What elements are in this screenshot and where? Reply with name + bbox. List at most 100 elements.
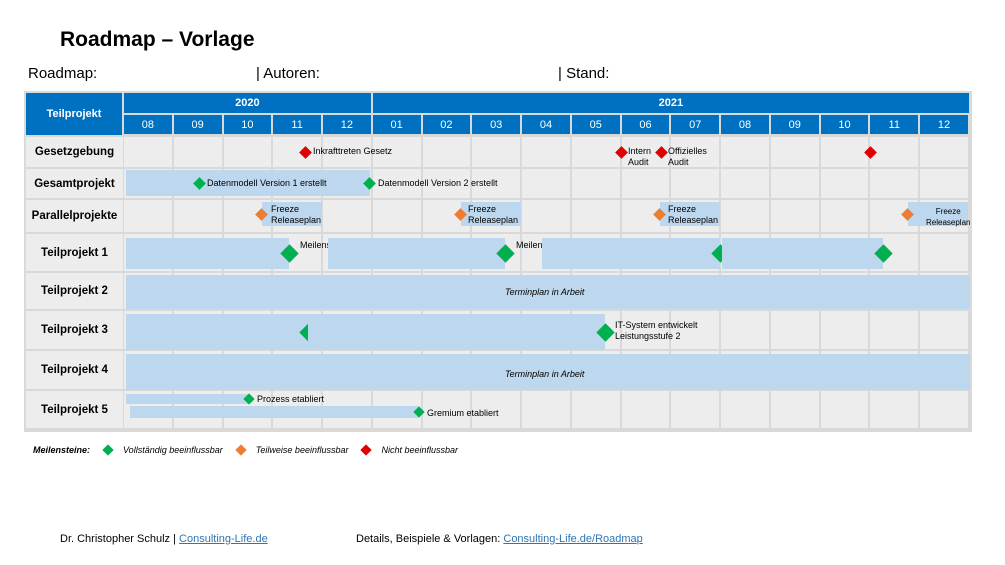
month-header: 09	[173, 115, 222, 134]
grid-cell	[422, 391, 471, 428]
legend-green-diamond-icon	[102, 444, 114, 456]
grid-cell	[770, 311, 819, 349]
milestone-label: Inkrafttreten Gesetz	[313, 146, 393, 156]
month-header: 10	[820, 115, 869, 134]
timeline-bar	[262, 202, 322, 226]
row-label: Teilprojekt 3	[26, 311, 123, 349]
legend-partial: Teilweise beeinflussbar	[255, 445, 349, 455]
grid-cell	[820, 391, 869, 428]
grid-cell	[870, 311, 919, 349]
milestone-label: Terminplan in Arbeit	[505, 287, 585, 297]
timeline-bar	[461, 202, 521, 226]
month-header: 11	[870, 115, 919, 134]
grid-cell	[571, 391, 620, 428]
milestone-label: Freeze Releaseplan	[926, 207, 971, 227]
timeline-bar	[328, 238, 505, 269]
row-label: Teilprojekt 4	[26, 351, 123, 389]
footer-author: Dr. Christopher Schulz | Consulting-Life…	[60, 533, 268, 545]
grid-cell	[721, 391, 769, 428]
milestone-label: Datenmodell Version 2 erstellt	[378, 178, 498, 188]
grid-cell	[124, 200, 172, 232]
grid-cell	[920, 137, 968, 167]
footer-details: Details, Beispiele & Vorlagen: Consultin…	[356, 533, 643, 545]
grid-cell	[522, 200, 570, 232]
timeline-bar	[126, 314, 308, 350]
milestone-label: Freeze Releaseplan	[468, 204, 519, 225]
year-2020: 2020	[124, 93, 371, 113]
timeline-bar	[126, 394, 248, 404]
milestone-label: Gremium etabliert	[427, 408, 499, 418]
legend-full: Vollständig beeinflussbar	[123, 445, 223, 455]
milestone-label: Meilenstein	[516, 240, 562, 250]
grid-cell	[372, 169, 421, 198]
grid-cell	[571, 169, 620, 198]
legend-red-diamond-icon	[360, 444, 373, 456]
month-header: 11	[273, 115, 322, 134]
grid-cell	[323, 200, 371, 232]
grid-cell	[422, 169, 471, 198]
grid-cell	[621, 311, 670, 349]
grid-cell	[721, 169, 769, 198]
grid-cell	[372, 137, 421, 167]
row-label: Gesamtprojekt	[26, 169, 123, 198]
grid-cell	[671, 311, 720, 349]
grid-cell	[124, 137, 172, 167]
row-label: Gesetzgebung	[26, 137, 123, 167]
milestone-label: IT-System entwickelt Leistungsstufe 2	[615, 320, 698, 341]
roadmap-label: Roadmap:	[28, 65, 98, 82]
month-header: 10	[223, 115, 272, 134]
milestone-label: Terminplan in Arbeit	[505, 369, 585, 379]
row-label: Teilprojekt 5	[26, 391, 123, 428]
grid-cell	[173, 137, 222, 167]
grid-cell	[721, 137, 769, 167]
timeline-bar	[130, 406, 419, 418]
milestone-label: Offizielles Audit	[668, 146, 707, 167]
grid-cell	[770, 200, 819, 232]
grid-cell	[770, 169, 819, 198]
milestone-label: Datenmodell Version 1 erstellt	[207, 178, 327, 188]
milestone-label: Intern Audit	[628, 146, 652, 167]
grid-cell	[522, 137, 570, 167]
grid-cell	[770, 391, 819, 428]
grid-cell	[173, 200, 222, 232]
grid-cell	[323, 137, 371, 167]
milestone-label: Meilenstein	[300, 240, 346, 250]
row-label: Teilprojekt 2	[26, 273, 123, 309]
month-header: 09	[770, 115, 819, 134]
grid-cell	[223, 137, 272, 167]
grid-cell	[820, 311, 869, 349]
grid-cell	[920, 391, 968, 428]
grid-cell	[621, 169, 670, 198]
grid-cell	[820, 169, 869, 198]
timeline-bar	[660, 202, 720, 226]
grid-cell	[571, 137, 620, 167]
grid-cell	[571, 200, 620, 232]
timeline-bar	[126, 238, 289, 269]
grid-cell	[472, 137, 521, 167]
month-header: 04	[522, 115, 570, 134]
grid-cell	[721, 200, 769, 232]
grid-cell	[820, 200, 869, 232]
legend-orange-diamond-icon	[235, 444, 247, 456]
grid-cell	[920, 311, 968, 349]
grid-cell	[472, 169, 521, 198]
legend: Meilensteine: Vollständig beeinflussbar …	[33, 444, 458, 456]
year-2021: 2021	[372, 93, 969, 113]
milestone-label: Freeze Releaseplan	[668, 204, 719, 225]
author-link[interactable]: Consulting-Life.de	[179, 533, 268, 545]
timeline-bar	[908, 202, 968, 226]
month-header: 03	[472, 115, 521, 134]
month-header: 01	[372, 115, 421, 134]
month-header: 08	[124, 115, 172, 134]
details-text: Details, Beispiele & Vorlagen:	[356, 533, 504, 545]
grid-cell	[522, 169, 570, 198]
row-label: Teilprojekt 1	[26, 234, 123, 271]
details-link[interactable]: Consulting-Life.de/Roadmap	[503, 533, 643, 545]
month-header: 12	[323, 115, 371, 134]
grid-cell	[721, 311, 769, 349]
milestone-label: Prozess etabliert	[257, 394, 325, 404]
month-header: 07	[671, 115, 720, 134]
grid-cell	[820, 137, 869, 167]
grid-cell	[422, 137, 471, 167]
